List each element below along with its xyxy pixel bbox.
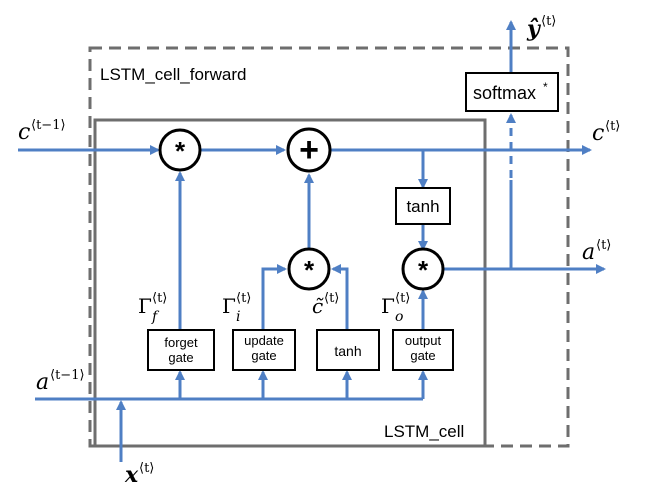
update-multiply-node: * [287, 247, 331, 291]
outer-block-label: LSTM_cell_forward [100, 65, 246, 84]
svg-text:o: o [395, 309, 403, 325]
gamma-o-label: Γ o ⟨t⟩ [381, 291, 410, 325]
softmax-box: softmax * [465, 72, 559, 112]
wire-candidate [331, 264, 349, 330]
svg-text:⟨t−1⟩: ⟨t−1⟩ [31, 118, 66, 133]
svg-text:c: c [18, 120, 30, 145]
c-prev-label: c ⟨t−1⟩ [18, 118, 66, 145]
svg-text:f: f [151, 309, 160, 325]
inner-block [93, 118, 487, 448]
svg-text:⟨t⟩: ⟨t⟩ [605, 119, 620, 134]
svg-text:Γ: Γ [381, 294, 395, 318]
svg-text:⟨t⟩: ⟨t⟩ [395, 291, 410, 306]
tanh-top-box: tanh [395, 187, 451, 225]
svg-text:⟨t⟩: ⟨t⟩ [152, 291, 167, 306]
svg-text:⟨t−1⟩: ⟨t−1⟩ [50, 368, 85, 383]
output-gate-line2: gate [410, 348, 435, 363]
svg-text:⟨t⟩: ⟨t⟩ [541, 14, 556, 29]
forget-multiply-symbol: * [175, 136, 186, 166]
forget-gate-line2: gate [168, 350, 193, 365]
svg-text:⟨t⟩: ⟨t⟩ [324, 291, 339, 306]
forget-gate-line1: forget [164, 335, 198, 350]
output-multiply-symbol: * [418, 255, 429, 285]
svg-text:c̃: c̃ [312, 294, 324, 318]
softmax-mark: * [543, 80, 548, 94]
x-t-label: x ⟨t⟩ [124, 461, 154, 488]
output-gate-box: output gate [392, 329, 454, 371]
forget-gate-box: forget gate [147, 329, 215, 371]
candidate-tanh-label: tanh [334, 343, 361, 359]
c-next-label: c ⟨t⟩ [592, 119, 620, 146]
update-gate-line2: gate [251, 348, 276, 363]
svg-text:Γ: Γ [222, 294, 236, 318]
svg-text:a: a [582, 240, 595, 265]
a-prev-label: a ⟨t−1⟩ [36, 368, 85, 395]
gamma-f-label: Γ f ⟨t⟩ [138, 291, 167, 325]
output-gate-line1: output [405, 333, 442, 348]
add-node: + [286, 127, 332, 173]
add-symbol: + [299, 131, 319, 169]
svg-text:c: c [592, 121, 604, 146]
softmax-label: softmax [473, 83, 536, 103]
svg-text:i: i [236, 309, 240, 325]
svg-text:a: a [36, 370, 49, 395]
outer-block [88, 46, 570, 448]
inner-block-label: LSTM_cell [384, 422, 464, 441]
svg-text:ŷ: ŷ [526, 16, 542, 42]
tanh-top-label: tanh [406, 197, 439, 216]
svg-text:Γ: Γ [138, 294, 152, 318]
svg-text:⟨t⟩: ⟨t⟩ [236, 291, 251, 306]
a-next-label: a ⟨t⟩ [582, 238, 611, 265]
forget-multiply-node: * [158, 128, 202, 172]
update-multiply-symbol: * [304, 255, 315, 285]
candidate-tanh-box: tanh [316, 329, 380, 371]
svg-text:⟨t⟩: ⟨t⟩ [596, 238, 611, 253]
wire-update-gate [261, 264, 287, 330]
svg-text:x: x [124, 462, 139, 488]
y-hat-label: ŷ ⟨t⟩ [526, 14, 556, 42]
c-tilde-label: c̃ ⟨t⟩ [312, 291, 339, 318]
gamma-i-label: Γ i ⟨t⟩ [222, 291, 251, 325]
update-gate-box: update gate [232, 329, 296, 371]
update-gate-line1: update [244, 333, 284, 348]
output-multiply-node: * [401, 247, 445, 291]
svg-text:⟨t⟩: ⟨t⟩ [139, 461, 154, 476]
